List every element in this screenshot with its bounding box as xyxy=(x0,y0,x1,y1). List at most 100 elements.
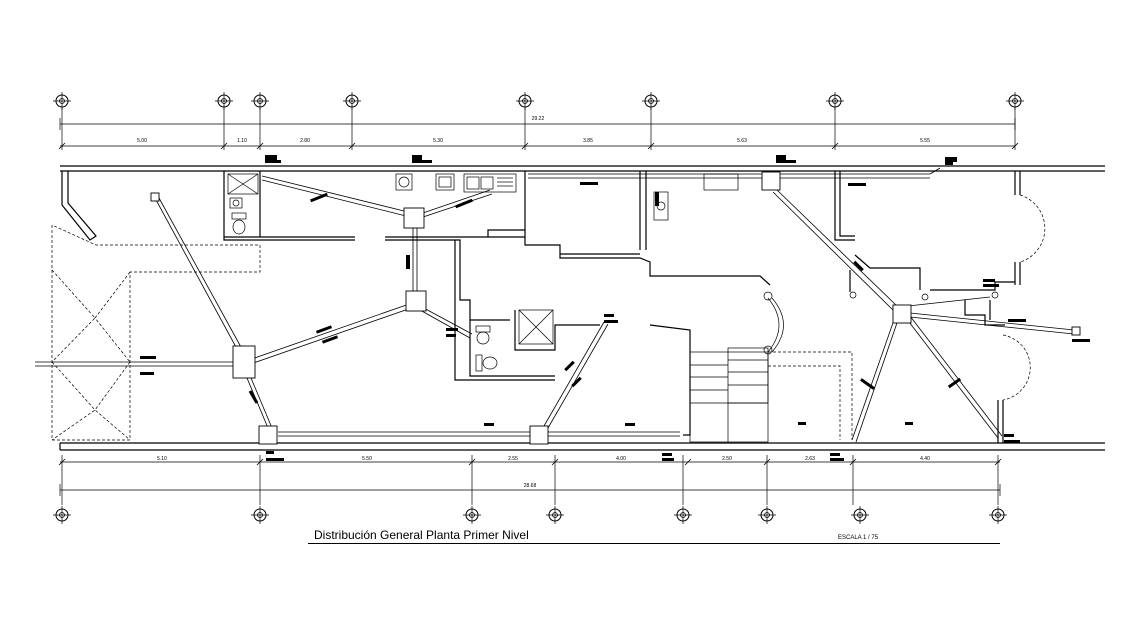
bottom-dim-5: 2.63 xyxy=(805,456,815,462)
pipe-spec-tag xyxy=(662,458,674,461)
junction-box-icon xyxy=(761,171,781,191)
pipe-spec-tag xyxy=(310,192,328,203)
top-dim-4: 3.85 xyxy=(583,138,593,144)
axis-marker-icon xyxy=(758,506,776,524)
pipe-spec-tag xyxy=(798,422,806,425)
shower-icon xyxy=(227,173,259,195)
column-marker xyxy=(991,291,999,299)
pipe-spec-tag xyxy=(412,155,422,160)
pipe-spec-tag xyxy=(571,376,582,388)
junction-boxes xyxy=(150,171,1081,445)
axis-markers xyxy=(53,92,1024,524)
title-underline xyxy=(308,543,1000,544)
axis-marker-icon xyxy=(989,506,1007,524)
top-dim-0: 5.00 xyxy=(137,138,147,144)
pipe-spec-tag xyxy=(830,453,840,456)
pipe-spec-tag xyxy=(662,453,672,456)
pipe-spec-tag xyxy=(945,157,957,162)
junction-box-icon xyxy=(1071,326,1081,336)
axis-marker-icon xyxy=(251,506,269,524)
pipe-spec-tag xyxy=(580,182,598,185)
pipe-spec-tag xyxy=(625,423,635,426)
axis-marker-icon xyxy=(53,92,71,110)
junction-box-icon xyxy=(405,290,427,312)
pipe-spec-tag xyxy=(905,422,913,425)
dimension-tick xyxy=(684,458,692,466)
axis-marker-icon xyxy=(343,92,361,110)
pipe-spec-tag xyxy=(848,183,866,186)
axis-marker-icon xyxy=(826,92,844,110)
junction-box-icon xyxy=(232,345,256,379)
drawing-title: Distribución General Planta Primer Nivel xyxy=(314,528,529,542)
top-dim-6: 5.55 xyxy=(920,138,930,144)
pipe-spec-tag xyxy=(830,458,844,461)
bottom-dim-6: 4.40 xyxy=(920,456,930,462)
pipe-spec-tag xyxy=(1008,319,1026,322)
dashed-canopy xyxy=(51,194,1046,441)
column-marker xyxy=(921,293,929,301)
toilet-icon-3 xyxy=(475,354,498,372)
bottom-dim-1: 5.50 xyxy=(362,456,372,462)
pipe-spec-tag xyxy=(321,335,339,344)
pipe-spec-tag xyxy=(860,378,875,390)
junction-box-icon xyxy=(892,304,912,324)
washing-machine-icon xyxy=(395,173,413,191)
top-dim-2: 2.80 xyxy=(300,138,310,144)
pipe-spec-tag xyxy=(983,284,999,287)
axis-marker-icon xyxy=(1006,92,1024,110)
pipe-spec-tag xyxy=(248,390,259,404)
pipe-spec-tag xyxy=(776,155,786,160)
pipe-spec-tag xyxy=(140,356,156,359)
junction-box-icon xyxy=(403,207,425,229)
exterior-walls xyxy=(35,165,1105,451)
axis-marker-icon xyxy=(851,506,869,524)
toilet-icon-2 xyxy=(475,325,491,345)
bottom-dim-2: 2.55 xyxy=(508,456,518,462)
counter-icon xyxy=(703,173,739,191)
axis-marker-icon xyxy=(674,506,692,524)
drawing-scale: ESCALA 1 / 75 xyxy=(838,535,879,541)
pipe-spec-tag xyxy=(945,162,953,165)
bottom-dim-4: 2.50 xyxy=(722,456,732,462)
pipe-spec-tag xyxy=(776,160,796,163)
axis-marker-icon xyxy=(546,506,564,524)
pipe-spec-tag xyxy=(265,160,281,163)
axis-marker-icon xyxy=(251,92,269,110)
stairs xyxy=(689,297,784,443)
sink-icon xyxy=(229,197,243,209)
bottom-total-dimension: 28.68 xyxy=(59,483,1001,496)
pipe-spec-tag xyxy=(1004,440,1020,443)
top-dim-1: 1.10 xyxy=(237,138,247,144)
shower-icon-2 xyxy=(518,309,554,345)
pipe-spec-tag xyxy=(266,451,274,454)
top-dim-3: 5.30 xyxy=(433,138,443,144)
pipe-spec-tag xyxy=(266,458,284,461)
junction-box-icon xyxy=(529,425,549,445)
pipe-spec-tag xyxy=(406,255,410,269)
axis-marker-icon xyxy=(53,506,71,524)
pipe-spec-tag xyxy=(265,155,277,160)
pipe-spec-tag xyxy=(446,328,458,331)
stove-icon xyxy=(435,173,455,191)
pipe-spec-tag xyxy=(140,372,154,375)
pipe-spec-tag xyxy=(446,334,456,337)
toilet-icon xyxy=(231,212,247,235)
kitchen-sink-icon xyxy=(463,173,517,193)
top-total-label: 29.22 xyxy=(532,116,545,122)
bottom-dim-3: 4.00 xyxy=(616,456,626,462)
axis-marker-icon xyxy=(516,92,534,110)
pipe-spec-tag xyxy=(983,279,995,282)
drainage-pipes xyxy=(154,167,1075,443)
pipe-spec-tag xyxy=(1072,339,1090,342)
pipe-spec-tag xyxy=(604,320,618,323)
pipe-spec-tag xyxy=(853,260,864,272)
axis-marker-icon xyxy=(642,92,660,110)
pipe-spec-tag xyxy=(315,325,333,334)
junction-box-icon xyxy=(258,425,278,445)
interior-walls xyxy=(223,171,1015,436)
top-total-dimension: 29.22 xyxy=(59,116,1016,130)
pipe-spec-tag xyxy=(564,360,575,372)
column-marker xyxy=(849,291,857,299)
pipe-spec-tag xyxy=(412,160,432,163)
